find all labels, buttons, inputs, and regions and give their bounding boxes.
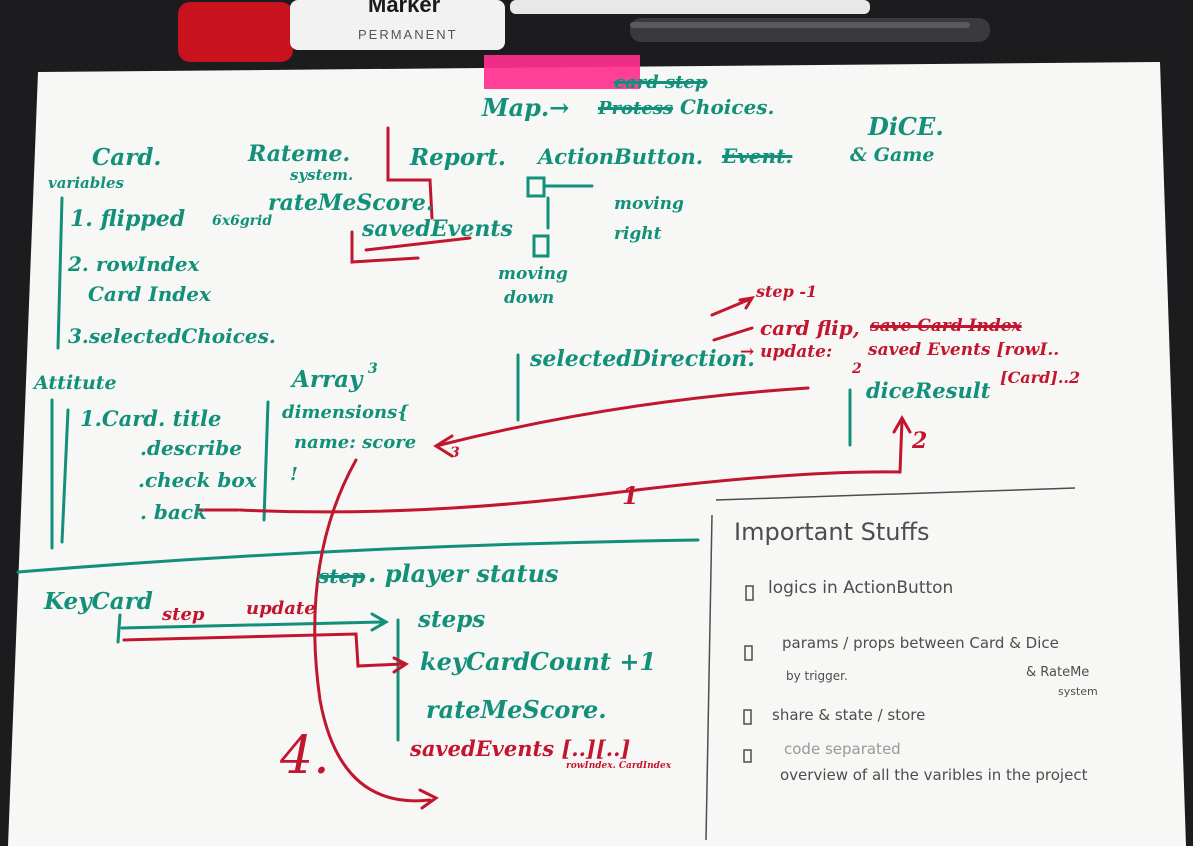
event-struck-header: Event.: [722, 144, 793, 168]
variable-flipped: 1. flipped: [70, 206, 186, 232]
saved-events-row-text: saved Events [rowI..: [868, 340, 1060, 360]
important-stuffs-title: Important Stuffs: [734, 518, 930, 546]
and-game-text: & Game: [850, 144, 935, 166]
row-card-index-sub: rowIndex. CardIndex: [566, 761, 672, 771]
variables-label: variables: [48, 174, 124, 192]
player-status-struck: step: [318, 564, 366, 588]
attribute-describe: .describe: [140, 436, 242, 460]
moving-right-text-2: right: [614, 224, 662, 244]
keycard-step-label: step: [162, 604, 205, 625]
player-status-heading: . player status: [368, 559, 559, 588]
saved-events-status-text: savedEvents [..][..]: [410, 736, 631, 761]
marker-body: [290, 0, 505, 50]
number-1-label: 1: [622, 481, 639, 510]
number-2-label: 2: [912, 428, 928, 454]
keycard-update-label: update: [246, 598, 316, 619]
name-score-text: name: score: [294, 432, 417, 453]
marker-type-label: PERMANENT: [358, 27, 458, 42]
variable-selected-choices: 3.selectedChoices.: [68, 324, 276, 348]
important-item-8: overview of all the varibles in the proj…: [780, 766, 1088, 784]
keycard-label: KeyCard: [44, 588, 153, 615]
important-item-4: & RateMe: [1026, 665, 1090, 680]
important-item-6: share & state / store: [772, 706, 926, 724]
map-text: Map.→: [482, 93, 570, 122]
card-header: Card.: [92, 144, 162, 171]
steps-text: steps: [418, 606, 486, 633]
attribute-label: Attitute: [34, 372, 117, 394]
rateme-header: Rateme.: [248, 141, 351, 167]
card-index-bracket-text: [Card]..2: [1000, 368, 1081, 387]
save-card-index-struck: save Card Index: [870, 316, 1022, 336]
choices-text: Choices.: [680, 95, 775, 119]
dimensions-text: dimensions{: [282, 402, 409, 423]
saved-events-text: savedEvents: [362, 216, 513, 242]
moving-down-text: moving: [498, 264, 568, 284]
ratemescore-text: rateMeScore.: [268, 190, 434, 216]
card-step-struck-text: card step: [614, 72, 708, 93]
array-label: Array: [292, 366, 363, 393]
card-flip-text: card flip,: [760, 316, 860, 340]
important-item-5: system: [1058, 685, 1098, 698]
report-header: Report.: [410, 144, 506, 171]
selected-direction-text: selectedDirection.: [530, 346, 755, 372]
moving-down-text-2: down: [504, 288, 555, 308]
red-marker-cap: [178, 2, 293, 62]
pink-tape: [484, 55, 640, 89]
attribute-checkbox: .check box: [138, 468, 257, 492]
important-item-1: logics in ActionButton: [768, 578, 954, 598]
number-4-label: 4.: [280, 726, 330, 786]
array-superscript: 3: [368, 361, 378, 377]
attribute-back: . back: [140, 500, 207, 524]
variable-grid: 6x6grid: [212, 213, 273, 229]
attribute-card-title: 1.Card. title: [80, 406, 222, 431]
actionbutton-header: ActionButton.: [538, 144, 704, 169]
moving-right-text: moving: [614, 194, 684, 214]
dice-result-text: diceResult: [866, 378, 991, 403]
variable-cardindex: Card Index: [88, 282, 211, 306]
number-2a-label: 2: [852, 361, 862, 377]
protest-struck-text: Protess: [598, 98, 674, 119]
ratemescore-status-text: rateMeScore.: [426, 695, 607, 724]
variable-rowindex: 2. rowIndex: [68, 252, 200, 276]
step-minus-1-text: step -1: [756, 282, 818, 301]
dice-heading: DiCE.: [868, 112, 944, 141]
number-3-label: 3: [450, 445, 460, 461]
important-item-7: code separated: [784, 740, 901, 758]
array-dot: !: [290, 464, 298, 485]
keycard-count-text: keyCardCount +1: [420, 647, 657, 676]
update-text: → update:: [740, 342, 833, 362]
important-item-2: params / props between Card & Dice: [782, 634, 1059, 652]
marker-brand-label: Marker: [368, 0, 441, 17]
important-item-3: by trigger.: [786, 669, 848, 683]
black-pen: [630, 18, 990, 42]
system-header: system.: [290, 166, 354, 184]
